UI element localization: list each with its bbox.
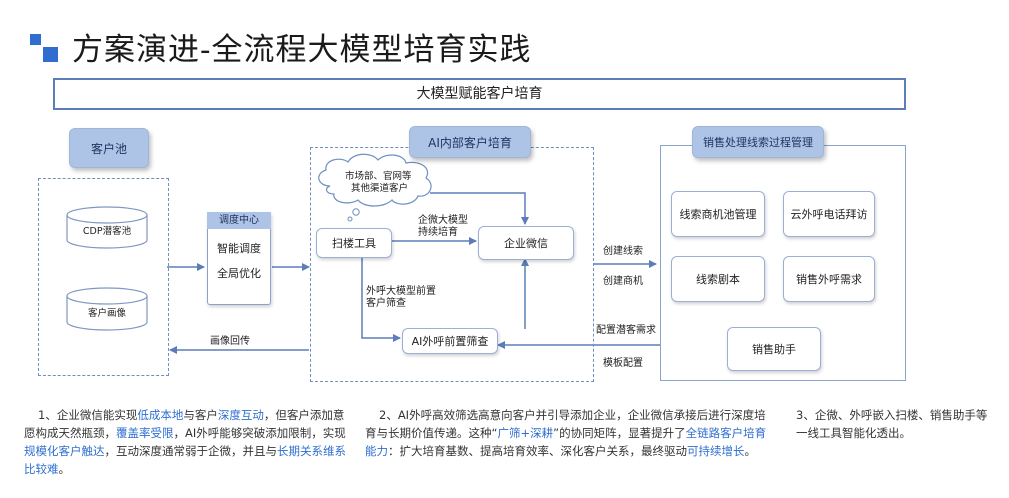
sales-call-need-node: 销售外呼需求 <box>783 256 875 302</box>
cylinder-cdp <box>66 206 148 249</box>
note-2-text-segment: 全链路客户培育能力 <box>365 426 767 458</box>
note-1: 1、企业微信能实现低成本地与客户深度互动，但客户添加意愿构成天然瓶颈，覆盖率受限… <box>24 406 346 478</box>
internal-cultivation-tag: AI内部客户培育 <box>409 126 531 158</box>
note-2: 2、AI外呼高效筛选高意向客户并引导添加企业，企业微信承接后进行深度培育与长期价… <box>365 406 773 460</box>
note-1-text-segment: ，AI外呼能够突破添加限制，实现 <box>173 426 346 440</box>
ai-screen-node: AI外呼前置筛查 <box>402 328 498 354</box>
cylinder-portrait-label: 客户画像 <box>87 308 126 319</box>
cylinder-portrait <box>66 287 148 331</box>
sales-assistant-node: 销售助手 <box>727 327 821 371</box>
note-2-text-segment: 2、AI外呼高效筛选高意向客户并引导添加企业，企业微信承接后进行深度培育与长期价… <box>365 408 766 440</box>
wecom-node: 企业微信 <box>478 226 574 260</box>
edge-screen-label-2: 客户筛查 <box>366 298 406 309</box>
lead-pool-node: 线索商机池管理 <box>671 191 765 237</box>
create-opportunity-label: 创建商机 <box>603 276 643 287</box>
note-1-text-segment: 1、企业微信能实现 <box>38 408 138 422</box>
edge-wecom-label-2: 持续培育 <box>418 227 458 238</box>
edge-wecom-label-1: 企微大模型 <box>418 215 468 226</box>
dispatch-item-global: 全局优化 <box>217 267 261 280</box>
note-1-text-segment: 。 <box>58 462 71 476</box>
lead-script-node: 线索剧本 <box>671 256 765 302</box>
note-2-text-segment: 广筛+深耕 <box>497 426 554 440</box>
cloud-call-node: 云外呼电话拜访 <box>783 191 875 237</box>
note-2-text-segment: ”的协同矩阵，显著提升了 <box>553 426 686 440</box>
banner: 大模型赋能客户培育 <box>53 78 906 110</box>
sales-process-tag: 销售处理线索过程管理 <box>692 126 824 158</box>
cloud-label-line2: 其他渠道客户 <box>351 183 409 194</box>
note-1-text-segment: 低成本地 <box>137 408 184 422</box>
note-2-text-segment: ：扩大培育基数、提高培育效率、深化客户关系，最终驱动 <box>388 444 687 458</box>
page-title: 方案演进-全流程大模型培育实践 <box>72 32 532 68</box>
note-2-text-segment: 可持续增长 <box>687 444 745 458</box>
config-need-label: 配置潜客需求 <box>596 325 656 336</box>
dispatch-item-smart: 智能调度 <box>217 242 261 255</box>
note-3: 3、企微、外呼嵌入扫楼、销售助手等一线工具智能化透出。 <box>796 406 996 442</box>
template-config-label: 模板配置 <box>603 358 643 369</box>
cloud-shape <box>318 153 432 207</box>
note-1-text: 1、企业微信能实现低成本地与客户深度互动，但客户添加意愿构成天然瓶颈，覆盖率受限… <box>24 408 346 476</box>
cloud-label-line1: 市场部、官网等 <box>345 171 412 182</box>
note-1-text-segment: 长期关系维系比较难 <box>24 444 346 476</box>
arrow-cloud-to-wecom <box>430 192 529 225</box>
note-1-text-segment: ，但客户添加意愿构成天然瓶颈， <box>24 408 345 440</box>
scan-tool-node: 扫楼工具 <box>316 228 392 258</box>
note-2-text-segment: 。 <box>744 444 757 458</box>
cylinder-cdp-label: CDP潜客池 <box>82 226 132 237</box>
note-1-text-segment: 与客户 <box>183 408 218 422</box>
customer-pool-tag: 客户池 <box>69 128 149 168</box>
customer-pool-box <box>38 178 169 376</box>
title-marker-icon <box>30 34 60 64</box>
edge-screen-label-1: 外呼大模型前置 <box>366 286 436 297</box>
note-1-text-segment: 深度互动 <box>217 408 264 422</box>
arrow-scan-to-screen <box>361 256 401 342</box>
create-lead-label: 创建线索 <box>603 246 643 257</box>
note-1-text-segment: ，互动深度通常弱于企微，并且与 <box>104 444 278 458</box>
note-2-text: 2、AI外呼高效筛选高意向客户并引导添加企业，企业微信承接后进行深度培育与长期价… <box>365 408 766 458</box>
note-1-text-segment: 覆盖率受限 <box>116 426 174 440</box>
portrait-return-label: 画像回传 <box>210 336 250 347</box>
note-1-text-segment: 规模化客户触达 <box>24 444 105 458</box>
dispatch-center-header: 调度中心 <box>207 212 271 229</box>
note-3-text: 3、企微、外呼嵌入扫楼、销售助手等一线工具智能化透出。 <box>796 408 988 440</box>
